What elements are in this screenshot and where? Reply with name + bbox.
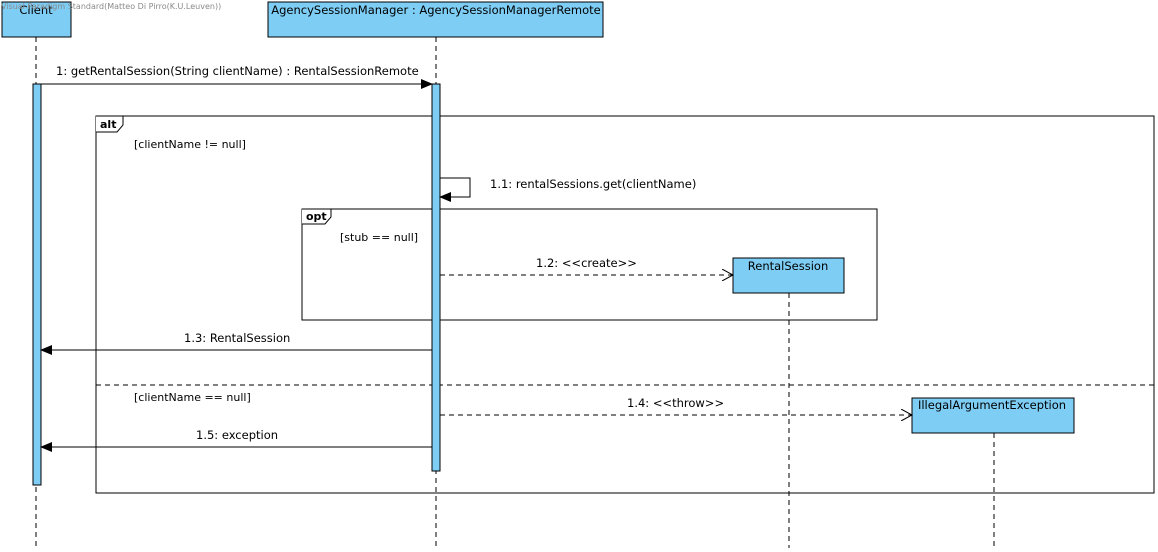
message-1-3: 1.3: RentalSession bbox=[40, 331, 432, 355]
message-1-5: 1.5: exception bbox=[40, 428, 432, 452]
message-1-4: 1.4: <<throw>> bbox=[440, 396, 912, 415]
client-lifeline-head[interactable]: Client bbox=[1, 1, 72, 38]
illegal-argument-exception-head[interactable]: IllegalArgumentException bbox=[911, 397, 1075, 434]
svg-text:1: getRentalSession(String cli: 1: getRentalSession(String clientName) :… bbox=[56, 64, 419, 78]
message-1-2: 1.2: <<create>> bbox=[440, 256, 733, 275]
alt-fragment: alt [clientName != null] [clientName == … bbox=[95, 115, 1155, 494]
svg-text:1.1: rentalSessions.get(client: 1.1: rentalSessions.get(clientName) bbox=[490, 177, 696, 191]
rental-session-head[interactable]: RentalSession bbox=[732, 257, 845, 294]
opt-fragment: opt [stub == null] bbox=[301, 208, 878, 321]
alt-guard-2: [clientName == null] bbox=[134, 391, 251, 404]
svg-text:1.2: <<create>>: 1.2: <<create>> bbox=[536, 256, 637, 270]
svg-text:1.4: <<throw>>: 1.4: <<throw>> bbox=[627, 396, 724, 410]
svg-text:1.5: exception: 1.5: exception bbox=[196, 428, 278, 442]
manager-activation bbox=[431, 83, 441, 472]
alt-keyword: alt bbox=[100, 118, 116, 131]
message-1-1: 1.1: rentalSessions.get(clientName) bbox=[439, 177, 696, 202]
svg-text:AgencySessionManager : AgencyS: AgencySessionManager : AgencySessionMana… bbox=[271, 3, 600, 17]
opt-keyword: opt bbox=[306, 210, 327, 223]
manager-lifeline-head[interactable]: AgencySessionManager : AgencySessionMana… bbox=[267, 1, 604, 38]
opt-guard: [stub == null] bbox=[340, 231, 418, 244]
alt-guard-1: [clientName != null] bbox=[134, 138, 246, 151]
svg-text:IllegalArgumentException: IllegalArgumentException bbox=[918, 398, 1066, 412]
message-1: 1: getRentalSession(String clientName) :… bbox=[41, 64, 433, 89]
client-activation bbox=[32, 83, 42, 486]
svg-text:1.3: RentalSession: 1.3: RentalSession bbox=[184, 331, 290, 345]
watermark: Visual Paradigm Standard(Matteo Di Pirro… bbox=[1, 2, 221, 11]
svg-text:RentalSession: RentalSession bbox=[748, 259, 828, 273]
svg-text:Client: Client bbox=[19, 3, 53, 17]
